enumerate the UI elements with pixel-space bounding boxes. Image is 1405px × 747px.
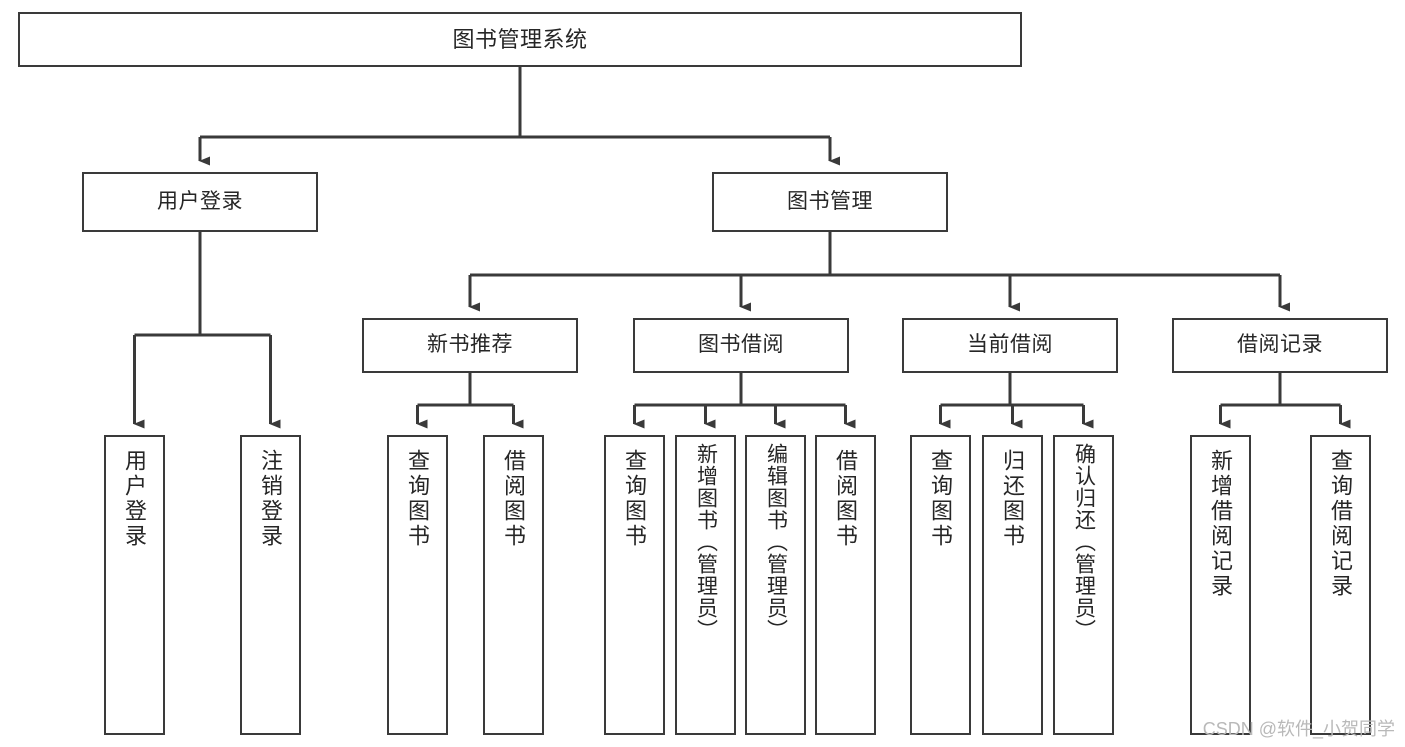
node-label: 新书推荐 bbox=[427, 333, 513, 357]
node-l2-2[interactable]: 当前借阅 bbox=[902, 318, 1118, 373]
node-leaf-5[interactable]: 新增图书（管理员） bbox=[675, 435, 736, 735]
node-l2-0[interactable]: 新书推荐 bbox=[362, 318, 578, 373]
node-label: 借阅记录 bbox=[1237, 333, 1323, 357]
node-label: 查询图书 bbox=[928, 449, 954, 549]
node-root[interactable]: 图书管理系统 bbox=[18, 12, 1022, 67]
node-leaf-9[interactable]: 归还图书 bbox=[982, 435, 1043, 735]
node-label: 编辑图书（管理员） bbox=[764, 443, 788, 641]
node-leaf-4[interactable]: 查询图书 bbox=[604, 435, 665, 735]
node-label: 查询图书 bbox=[405, 449, 431, 549]
node-leaf-8[interactable]: 查询图书 bbox=[910, 435, 971, 735]
node-label: 用户登录 bbox=[122, 449, 148, 549]
node-label: 图书管理 bbox=[787, 189, 873, 213]
node-label: 归还图书 bbox=[1000, 449, 1026, 549]
node-l2-3[interactable]: 借阅记录 bbox=[1172, 318, 1388, 373]
node-label: 注销登录 bbox=[258, 449, 284, 549]
node-leaf-2[interactable]: 查询图书 bbox=[387, 435, 448, 735]
node-leaf-12[interactable]: 查询借阅记录 bbox=[1310, 435, 1371, 735]
node-leaf-3[interactable]: 借阅图书 bbox=[483, 435, 544, 735]
node-l2-1[interactable]: 图书借阅 bbox=[633, 318, 849, 373]
node-leaf-11[interactable]: 新增借阅记录 bbox=[1190, 435, 1251, 735]
node-label: 借阅图书 bbox=[833, 449, 859, 549]
node-label: 新增借阅记录 bbox=[1208, 449, 1234, 599]
node-leaf-0[interactable]: 用户登录 bbox=[104, 435, 165, 735]
node-leaf-1[interactable]: 注销登录 bbox=[240, 435, 301, 735]
node-label: 借阅图书 bbox=[501, 449, 527, 549]
node-label: 确认归还（管理员） bbox=[1072, 443, 1096, 641]
node-label: 新增图书（管理员） bbox=[694, 443, 718, 641]
node-label: 用户登录 bbox=[157, 189, 243, 213]
csdn-watermark: CSDN @软件_小贺同学 bbox=[1202, 719, 1395, 739]
node-l1-1[interactable]: 图书管理 bbox=[712, 172, 948, 232]
node-leaf-10[interactable]: 确认归还（管理员） bbox=[1053, 435, 1114, 735]
node-label: 查询借阅记录 bbox=[1328, 449, 1354, 599]
node-label: 图书管理系统 bbox=[452, 26, 588, 52]
node-l1-0[interactable]: 用户登录 bbox=[82, 172, 318, 232]
node-leaf-6[interactable]: 编辑图书（管理员） bbox=[745, 435, 806, 735]
node-label: 当前借阅 bbox=[967, 333, 1053, 357]
node-label: 图书借阅 bbox=[698, 333, 784, 357]
node-leaf-7[interactable]: 借阅图书 bbox=[815, 435, 876, 735]
node-label: 查询图书 bbox=[622, 449, 648, 549]
